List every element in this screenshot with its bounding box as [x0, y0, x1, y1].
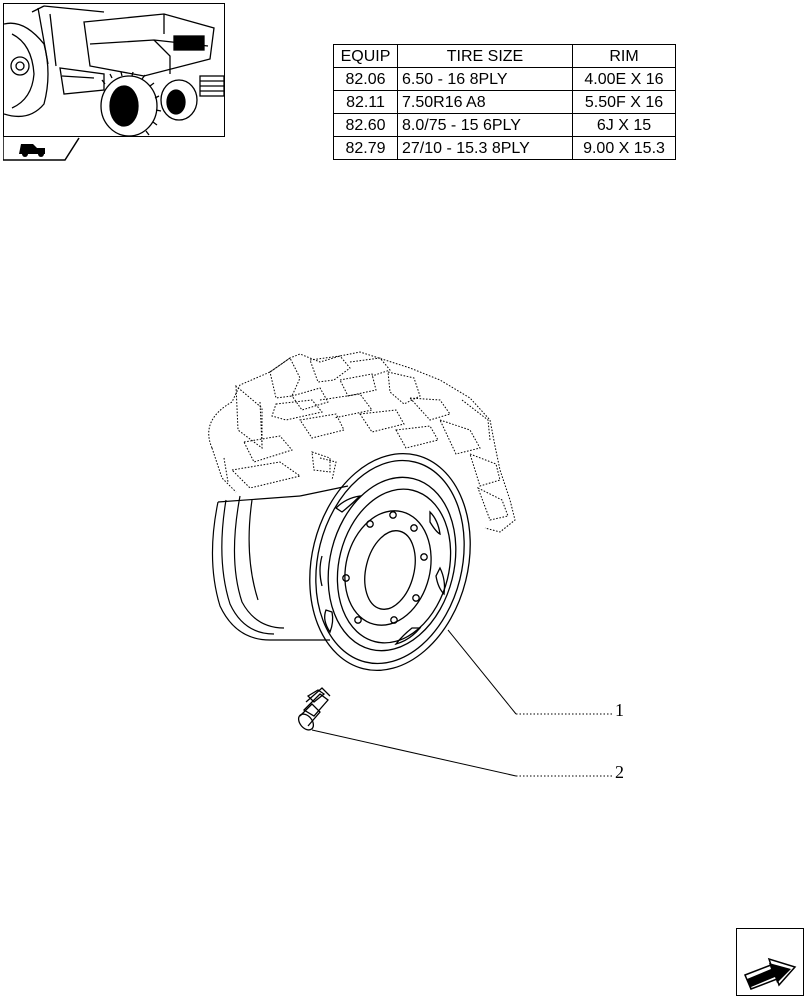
- next-page-arrow-icon[interactable]: [736, 928, 804, 996]
- callout-1: 1: [615, 700, 624, 720]
- table-row: 82.60 8.0/75 - 15 6PLY 6J X 15: [333, 113, 676, 137]
- equip-cell: 82.06: [333, 67, 398, 91]
- rim-cell: 6J X 15: [572, 113, 676, 137]
- equip-cell: 82.11: [333, 90, 398, 114]
- tire-spec-table: EQUIP TIRE SIZE RIM 82.06 6.50 - 16 8PLY…: [333, 44, 676, 160]
- equip-cell: 82.79: [333, 136, 398, 160]
- callout-2: 2: [615, 762, 624, 782]
- rim-barrel: [211, 485, 349, 641]
- table-row: 82.79 27/10 - 15.3 8PLY 9.00 X 15.3: [333, 136, 676, 160]
- tire-size-cell: 7.50R16 A8: [397, 90, 573, 114]
- tire-size-cell: 8.0/75 - 15 6PLY: [397, 113, 573, 137]
- wheel-disc: [309, 452, 471, 672]
- valve-stem: [297, 687, 331, 731]
- tractor-tab-icon: [2, 136, 83, 167]
- rim-cell: 9.00 X 15.3: [572, 136, 676, 160]
- col-header-equip: EQUIP: [333, 44, 398, 68]
- col-header-tire-size: TIRE SIZE: [397, 44, 573, 68]
- tire-size-cell: 6.50 - 16 8PLY: [397, 67, 573, 91]
- table-row: 82.11 7.50R16 A8 5.50F X 16: [333, 90, 676, 114]
- table-header-row: EQUIP TIRE SIZE RIM: [333, 44, 676, 68]
- table-row: 82.06 6.50 - 16 8PLY 4.00E X 16: [333, 67, 676, 91]
- tire-phantom: [208, 351, 516, 533]
- tire-size-cell: 27/10 - 15.3 8PLY: [397, 136, 573, 160]
- leader-line-2: [311, 729, 517, 777]
- leader-lines: [311, 629, 612, 777]
- rim-cell: 4.00E X 16: [572, 67, 676, 91]
- leader-line-1: [447, 629, 517, 715]
- tractor-thumbnail-icon: [3, 3, 225, 137]
- col-header-rim: RIM: [572, 44, 676, 68]
